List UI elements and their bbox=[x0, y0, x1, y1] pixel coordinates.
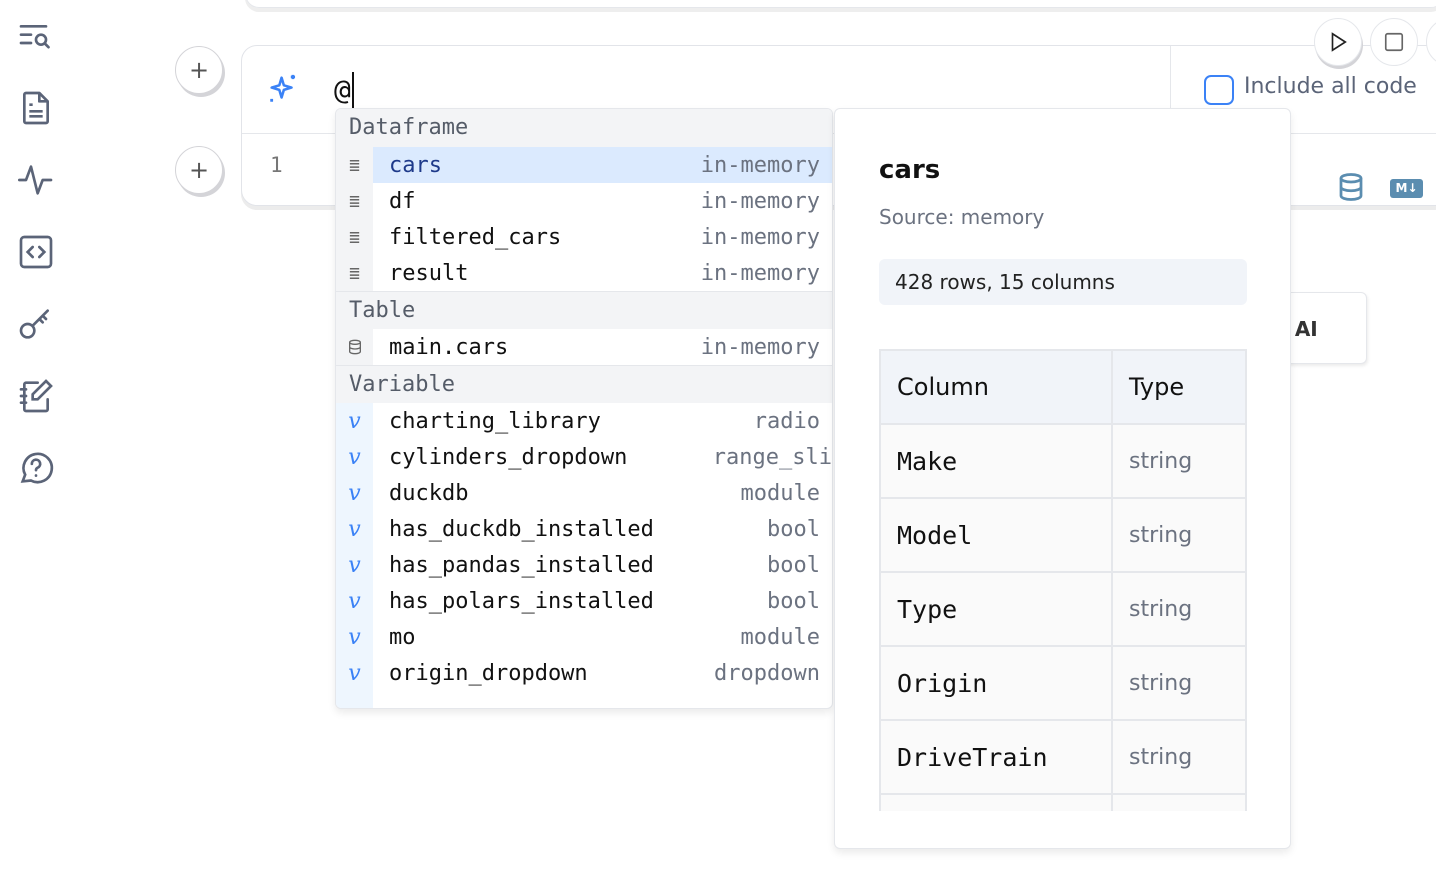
markdown-icon[interactable]: M↓ bbox=[1390, 179, 1423, 198]
column-type: string bbox=[1111, 497, 1247, 573]
completion-item[interactable]: main.cars in-memory bbox=[336, 329, 832, 365]
activity-icon[interactable] bbox=[16, 160, 56, 200]
column-name: Make bbox=[879, 423, 1113, 499]
column-type: string bbox=[1111, 571, 1247, 647]
info-source: Source: memory bbox=[879, 205, 1045, 229]
completion-type: in-memory bbox=[700, 334, 820, 360]
completion-name: cars bbox=[389, 152, 442, 178]
completion-name: origin_dropdown bbox=[389, 660, 588, 686]
previous-cell bbox=[245, 0, 1436, 8]
variable-icon: v bbox=[336, 475, 373, 511]
completion-item[interactable]: v has_duckdb_installed bool bbox=[336, 511, 832, 547]
completion-name: result bbox=[389, 260, 469, 286]
completion-type: range_sli bbox=[712, 444, 832, 470]
column-name: Type bbox=[879, 571, 1113, 647]
key-icon[interactable] bbox=[16, 304, 56, 344]
column-name: Origin bbox=[879, 645, 1113, 721]
completion-name: cylinders_dropdown bbox=[389, 444, 628, 470]
column-header: Column bbox=[879, 349, 1113, 425]
completion-type: bool bbox=[767, 588, 820, 614]
completion-type: in-memory bbox=[700, 152, 820, 178]
completion-name: main.cars bbox=[389, 334, 509, 360]
completion-item[interactable]: ≣ df in-memory bbox=[336, 183, 832, 219]
prompt-input[interactable]: @ bbox=[334, 72, 354, 108]
column-type: string bbox=[1111, 645, 1247, 721]
completion-name: charting_library bbox=[389, 408, 601, 434]
type-header: Type bbox=[1111, 349, 1247, 425]
section-header: Variable bbox=[336, 365, 832, 403]
dataframe-icon: ≣ bbox=[336, 219, 373, 255]
file-text-icon[interactable] bbox=[16, 88, 56, 128]
completion-type: bool bbox=[767, 552, 820, 578]
completion-item[interactable]: v has_polars_installed bool bbox=[336, 583, 832, 619]
dataframe-icon: ≣ bbox=[336, 183, 373, 219]
completion-item[interactable]: ≣ filtered_cars in-memory bbox=[336, 219, 832, 255]
section-header: Dataframe bbox=[336, 109, 832, 147]
variable-icon: v bbox=[336, 619, 373, 655]
sparkles-icon bbox=[266, 72, 300, 106]
add-cell-above-button[interactable]: + bbox=[175, 46, 223, 94]
completion-type: radio bbox=[753, 408, 820, 434]
add-cell-below-button[interactable]: + bbox=[175, 146, 223, 194]
completion-type: module bbox=[740, 480, 820, 506]
completion-name: duckdb bbox=[389, 480, 469, 506]
completion-name: mo bbox=[389, 624, 416, 650]
table-icon bbox=[336, 329, 373, 365]
dataframe-info-panel: cars Source: memory 428 rows, 15 columns… bbox=[834, 108, 1291, 849]
completion-name: filtered_cars bbox=[389, 224, 562, 250]
code-square-icon[interactable] bbox=[16, 232, 56, 272]
info-stats: 428 rows, 15 columns bbox=[879, 259, 1247, 305]
column-name: DriveTrain bbox=[879, 719, 1113, 795]
completion-name: has_duckdb_installed bbox=[389, 516, 654, 542]
variable-icon: v bbox=[336, 655, 373, 691]
column-type: string bbox=[1111, 423, 1247, 499]
dataframe-icon: ≣ bbox=[336, 147, 373, 183]
completion-type: bool bbox=[767, 516, 820, 542]
column-name: Model bbox=[879, 497, 1113, 573]
section-header: Table bbox=[336, 291, 832, 329]
run-button[interactable] bbox=[1314, 18, 1362, 66]
include-all-code-label[interactable]: Include all code bbox=[1244, 74, 1417, 99]
variable-icon: v bbox=[336, 583, 373, 619]
completion-type: module bbox=[740, 624, 820, 650]
help-circle-icon[interactable] bbox=[16, 448, 56, 488]
completion-type: dropdown bbox=[714, 660, 820, 686]
completion-name: has_polars_installed bbox=[389, 588, 654, 614]
column-type: string bbox=[1111, 719, 1247, 795]
completion-type: in-memory bbox=[700, 260, 820, 286]
notebook-pen-icon[interactable] bbox=[16, 376, 56, 416]
completion-item[interactable]: v origin_dropdown dropdown bbox=[336, 655, 832, 691]
completion-name: df bbox=[389, 188, 416, 214]
variable-icon: v bbox=[336, 547, 373, 583]
info-title: cars bbox=[879, 155, 941, 185]
dataframe-icon: ≣ bbox=[336, 255, 373, 291]
variable-icon: v bbox=[336, 439, 373, 475]
line-number: 1 bbox=[270, 153, 283, 177]
completion-item[interactable]: ≣ cars in-memory bbox=[336, 147, 832, 183]
list-search-icon[interactable] bbox=[16, 18, 56, 58]
completion-type: in-memory bbox=[700, 224, 820, 250]
completion-type: in-memory bbox=[700, 188, 820, 214]
variable-icon: v bbox=[336, 403, 373, 439]
include-all-code-checkbox[interactable] bbox=[1204, 75, 1234, 105]
stop-button[interactable] bbox=[1370, 18, 1418, 66]
completion-item[interactable]: v cylinders_dropdown range_sli bbox=[336, 439, 832, 475]
completion-name: has_pandas_installed bbox=[389, 552, 654, 578]
completion-item[interactable]: v charting_library radio bbox=[336, 403, 832, 439]
variable-icon: v bbox=[336, 511, 373, 547]
database-icon[interactable] bbox=[1336, 172, 1366, 206]
completion-item[interactable]: v has_pandas_installed bool bbox=[336, 547, 832, 583]
completion-item[interactable]: ≣ result in-memory bbox=[336, 255, 832, 291]
